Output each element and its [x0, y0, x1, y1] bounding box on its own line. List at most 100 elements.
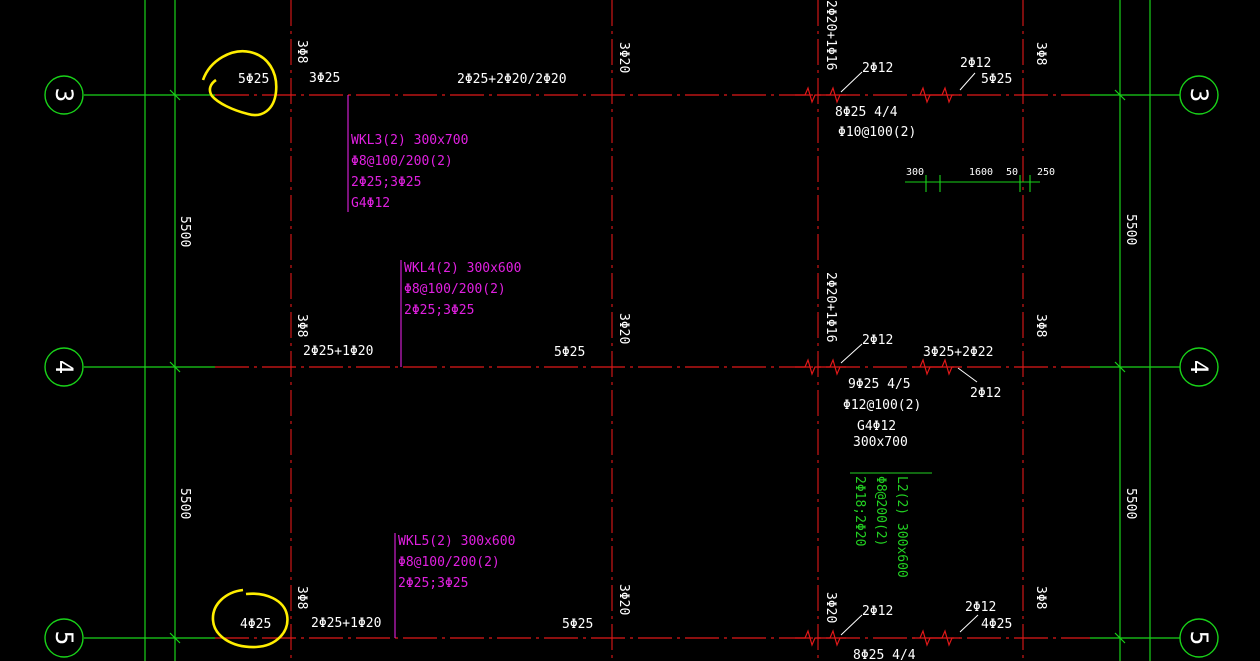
- secondary-beam-block[interactable]: L2(2) 300x600 Φ8@200(2) 2Φ18;2Φ20: [852, 476, 909, 578]
- col1-row4-text[interactable]: 3Φ8: [294, 314, 309, 337]
- axis-label-5-right: 5: [1185, 631, 1213, 645]
- dim-tick: [1114, 632, 1126, 644]
- row3-right-b-text[interactable]: 2Φ12: [960, 56, 991, 71]
- leader-line: [840, 71, 863, 93]
- wkl3-line-4: G4Φ12: [351, 196, 390, 211]
- highlight-circle-row3: [201, 49, 278, 117]
- row3-right-a-text[interactable]: 2Φ12: [862, 61, 893, 76]
- wkl5-line-1: WKL5(2) 300x600: [398, 534, 515, 549]
- row4-right-c-text[interactable]: 2Φ12: [970, 386, 1001, 401]
- break-symbols: [795, 86, 960, 647]
- col4-row4-text[interactable]: 3Φ8: [1033, 314, 1048, 337]
- axis-label-3-left: 3: [50, 88, 78, 102]
- row4-span-a-text[interactable]: 9Φ25 4/5: [848, 377, 911, 392]
- axis-label-5-left: 5: [50, 631, 78, 645]
- axis-bubble-5-left[interactable]: 5: [44, 618, 84, 658]
- dim-tick: [169, 632, 181, 644]
- break-symbol: [795, 629, 846, 647]
- row5-right-c-text[interactable]: 4Φ25: [981, 617, 1012, 632]
- detail-dim-4: 250: [1037, 167, 1055, 178]
- row4-right-a-text[interactable]: 2Φ12: [862, 333, 893, 348]
- leader-line: [840, 343, 863, 364]
- row3-top-left-text[interactable]: 3Φ25: [309, 71, 340, 86]
- break-symbol: [795, 358, 846, 376]
- col3-top-text[interactable]: 2Φ20+1Φ16: [823, 0, 838, 70]
- axis-bubbles: 3 3 4 4 5 5: [44, 75, 1219, 658]
- break-symbol: [912, 358, 960, 376]
- axis-label-4-right: 4: [1185, 360, 1213, 374]
- col2-row4-text[interactable]: 3Φ20: [616, 313, 631, 344]
- detail-dim-3: 50: [1006, 167, 1018, 178]
- dim-right-lower: 5500: [1123, 488, 1138, 519]
- dim-tick: [169, 361, 181, 373]
- l2-line-1: L2(2) 300x600: [894, 476, 909, 578]
- axis-bubble-3-left[interactable]: 3: [44, 75, 84, 115]
- row5-bottom-mid-text[interactable]: 5Φ25: [562, 617, 593, 632]
- row5-left-support-text[interactable]: 4Φ25: [240, 617, 271, 632]
- beam-block-wkl5[interactable]: WKL5(2) 300x600 Φ8@100/200(2) 2Φ25;3Φ25: [398, 534, 515, 591]
- beam-blocks: WKL3(2) 300x700 Φ8@100/200(2) 2Φ25;3Φ25 …: [351, 133, 521, 591]
- detail-dim-2: 1600: [969, 167, 993, 178]
- axis-bubble-3-right[interactable]: 3: [1179, 75, 1219, 115]
- reinforcement-annotations: 5Φ25 3Φ25 2Φ25+2Φ20/2Φ20 2Φ12 2Φ12 5Φ25 …: [177, 0, 1138, 661]
- row4-top-left-text[interactable]: 2Φ25+1Φ20: [303, 344, 373, 359]
- l2-line-3: 2Φ18;2Φ20: [852, 476, 867, 546]
- row3-span-b-text[interactable]: Φ10@100(2): [838, 125, 916, 140]
- leader-lines: [840, 71, 979, 636]
- axis-bubble-4-right[interactable]: 4: [1179, 347, 1219, 387]
- row3-span-a-text[interactable]: 8Φ25 4/4: [835, 105, 898, 120]
- axis-bubble-4-left[interactable]: 4: [44, 347, 84, 387]
- col3-mid-text[interactable]: 2Φ20+1Φ16: [823, 272, 838, 342]
- leader-line: [959, 72, 976, 91]
- axis-label-3-right: 3: [1185, 88, 1213, 102]
- wkl4-line-3: 2Φ25;3Φ25: [404, 303, 474, 318]
- axis-bubble-5-right[interactable]: 5: [1179, 618, 1219, 658]
- row4-bottom-mid-text[interactable]: 5Φ25: [554, 345, 585, 360]
- detail-dim-1: 300: [906, 167, 924, 178]
- row3-left-support-text[interactable]: 5Φ25: [238, 72, 269, 87]
- row5-right-b-text[interactable]: 2Φ12: [965, 600, 996, 615]
- leader-line: [959, 614, 979, 633]
- wkl5-line-3: 2Φ25;3Φ25: [398, 576, 468, 591]
- row5-right-a-text[interactable]: 2Φ12: [862, 604, 893, 619]
- axis-lines: [84, 0, 1180, 661]
- highlight-marks: [201, 49, 289, 649]
- row3-right-c-text[interactable]: 5Φ25: [981, 72, 1012, 87]
- row4-span-c-text[interactable]: G4Φ12: [857, 419, 896, 434]
- beam-block-wkl3[interactable]: WKL3(2) 300x700 Φ8@100/200(2) 2Φ25;3Φ25 …: [351, 133, 468, 211]
- col3-row5-text[interactable]: 3Φ20: [823, 592, 838, 623]
- break-symbol: [912, 86, 960, 104]
- dim-tick: [1114, 89, 1126, 101]
- row4-right-b-text[interactable]: 3Φ25+2Φ22: [923, 345, 993, 360]
- row4-span-d-text[interactable]: 300x700: [853, 435, 908, 450]
- dim-right-upper: 5500: [1123, 214, 1138, 245]
- col4-row3-text[interactable]: 3Φ8: [1033, 42, 1048, 65]
- dim-left-lower: 5500: [177, 488, 192, 519]
- row3-top-mid-text[interactable]: 2Φ25+2Φ20/2Φ20: [457, 72, 567, 87]
- row4-span-b-text[interactable]: Φ12@100(2): [843, 398, 921, 413]
- dim-tick: [1114, 361, 1126, 373]
- break-symbol: [795, 86, 846, 104]
- highlight-circle-row5: [211, 588, 289, 649]
- col2-row5-text[interactable]: 3Φ20: [616, 584, 631, 615]
- beam-lines: [215, 94, 1090, 639]
- l2-line-2: Φ8@200(2): [873, 476, 888, 546]
- col4-row5-text[interactable]: 3Φ8: [1033, 586, 1048, 609]
- wkl4-line-1: WKL4(2) 300x600: [404, 261, 521, 276]
- detail-dimension-line: [905, 175, 1040, 192]
- col1-row3-text[interactable]: 3Φ8: [294, 40, 309, 63]
- dim-tick: [169, 89, 181, 101]
- col2-row3-text[interactable]: 3Φ20: [616, 42, 631, 73]
- column-centerlines: [290, 0, 1024, 661]
- wkl5-line-2: Φ8@100/200(2): [398, 555, 500, 570]
- col1-row5-text[interactable]: 3Φ8: [294, 586, 309, 609]
- row5-span-a-text[interactable]: 8Φ25 4/4: [853, 648, 916, 661]
- beam-label-leaders: [347, 95, 402, 638]
- wkl3-line-1: WKL3(2) 300x700: [351, 133, 468, 148]
- wkl4-line-2: Φ8@100/200(2): [404, 282, 506, 297]
- row5-top-left-text[interactable]: 2Φ25+1Φ20: [311, 616, 381, 631]
- wkl3-line-3: 2Φ25;3Φ25: [351, 175, 421, 190]
- beam-block-wkl4[interactable]: WKL4(2) 300x600 Φ8@100/200(2) 2Φ25;3Φ25: [404, 261, 521, 318]
